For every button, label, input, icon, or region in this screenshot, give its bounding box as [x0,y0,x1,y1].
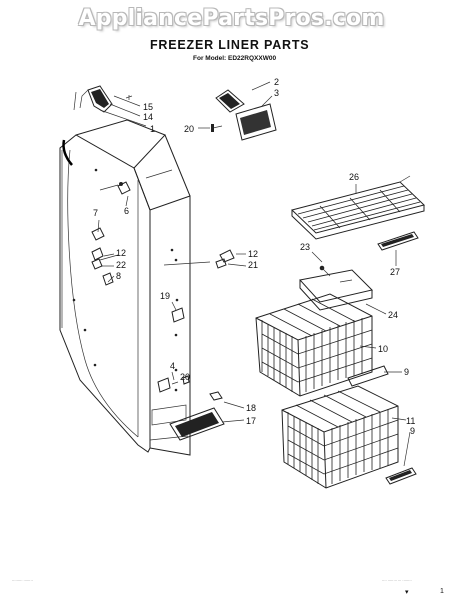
page-number: 1 [440,588,444,595]
shelf-trim[interactable] [377,231,419,251]
light-cover[interactable] [211,89,277,141]
lower-basket[interactable] [281,385,399,489]
callout-12b: 12 [248,249,258,259]
callout-27: 27 [390,267,400,277]
callout-20a: 20 [184,124,194,134]
callout-9b: 9 [410,426,415,436]
wire-shelf[interactable] [291,175,425,240]
footer-right-text: ···· ········ ··· ········ [382,579,412,583]
watermark: AppliancePartsPros.com [78,6,385,31]
callout-20b: 20 [180,372,190,382]
callout-2: 2 [274,77,279,87]
light-bracket[interactable] [73,85,133,113]
callouts: 2 3 15 14 1 20 7 6 12 22 8 12 21 19 4 20… [93,77,415,436]
callout-24: 24 [388,310,398,320]
leader-lines [97,81,411,467]
callout-14: 14 [143,112,153,122]
callout-9a: 9 [404,367,409,377]
callout-19: 19 [160,291,170,301]
callout-1: 1 [150,124,155,134]
callout-4: 4 [170,361,175,371]
callout-22: 22 [116,260,126,270]
callout-18: 18 [246,403,256,413]
lower-basket-trim[interactable] [385,467,417,485]
callout-15: 15 [143,102,153,112]
callout-8: 8 [116,271,121,281]
page-mark-icon: ▾ [405,589,409,596]
upper-basket[interactable] [255,293,373,397]
callout-3: 3 [274,88,279,98]
freezer-liner[interactable] [59,119,211,456]
bottom-trim[interactable] [169,391,225,441]
callout-7: 7 [93,208,98,218]
callout-21: 21 [248,260,258,270]
callout-11: 11 [406,416,415,426]
upper-basket-trim[interactable] [347,365,389,387]
callout-17: 17 [246,416,256,426]
diagram-title: FREEZER LINER PARTS [150,38,310,52]
callout-6: 6 [124,206,129,216]
callout-26: 26 [349,172,359,182]
callout-12a: 12 [116,248,126,258]
callout-10: 10 [378,344,388,354]
footer-left-text: ········· ········ [12,579,33,583]
callout-23: 23 [300,242,310,252]
liner-hardware[interactable] [91,181,235,393]
basket-support-rail[interactable] [299,265,373,311]
model-subtitle: For Model: ED22RQXXW00 [193,55,277,62]
